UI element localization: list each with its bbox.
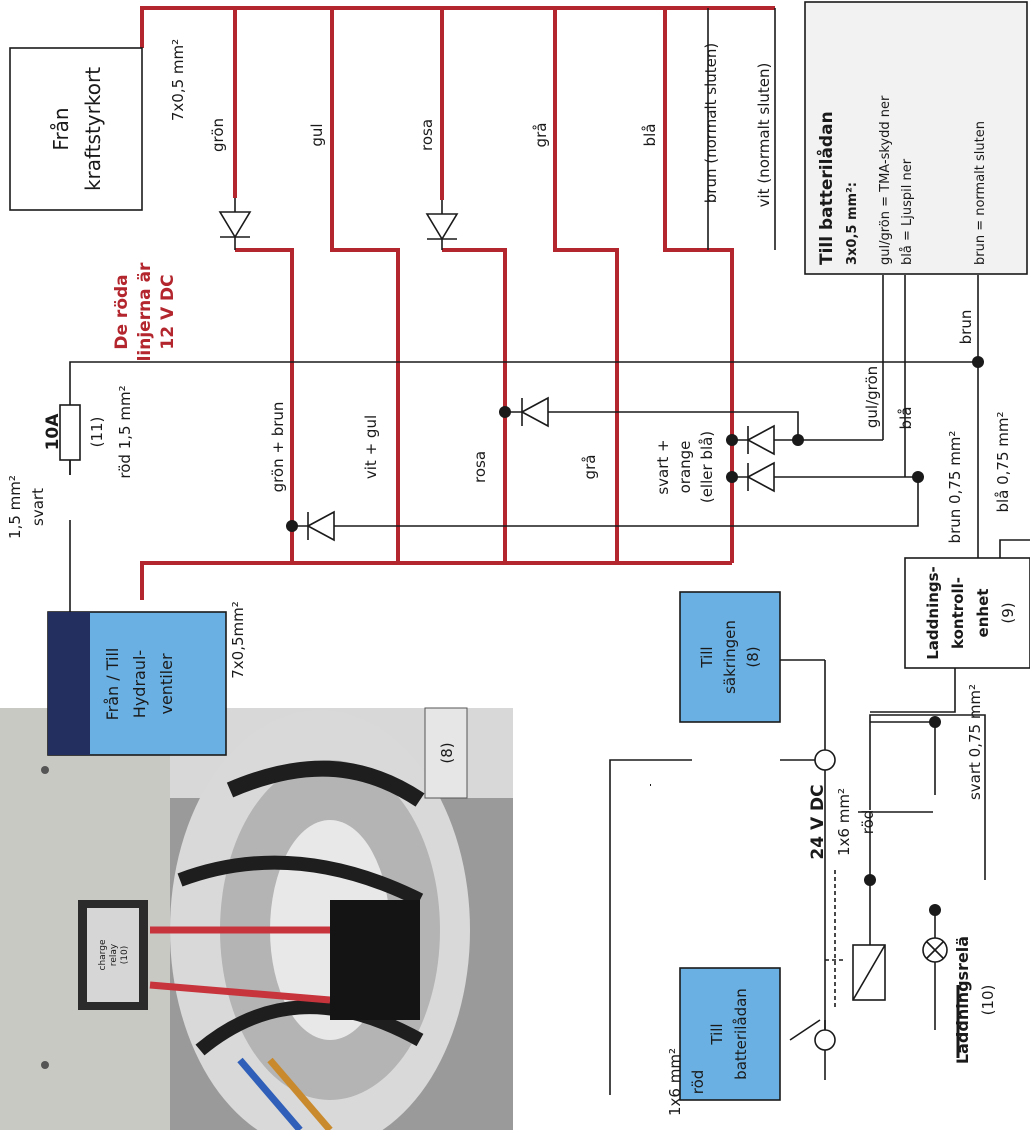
note-12v: De röda linjerna är 12 V DC — [112, 262, 178, 361]
label-vit-ns: vit (normalt sluten) — [755, 63, 773, 208]
note-line-3: 12 V DC — [158, 274, 178, 349]
sakringen-line-1: Till — [698, 646, 716, 668]
switch-24v — [789, 749, 845, 1051]
diode-svart-bottom — [746, 461, 775, 493]
batteriladan-info-line-3: brun = normalt sluten — [973, 121, 988, 265]
hydraul-line-2: Hydraul- — [130, 650, 149, 718]
note-line-1: De röda — [112, 274, 132, 349]
box-hydraulventiler: Från / Till Hydraul- ventiler — [47, 611, 227, 756]
note-line-2: linjerna är — [135, 262, 155, 361]
diode-gron — [218, 198, 252, 250]
batteriladan-info-title: Till batterilådan — [815, 111, 837, 265]
relay-coil — [852, 944, 886, 1001]
photo-relay-label-3: (10) — [120, 946, 130, 964]
diode-rosa-mid — [520, 396, 549, 428]
label-rosa: rosa — [418, 119, 436, 151]
batteriladan-info-line-2: blå = Ljuspil ner — [900, 158, 915, 265]
label-bla: blå — [641, 124, 659, 147]
diode-gron-brun — [306, 510, 335, 542]
relay-photo: charge relay (10) (8) — [0, 707, 513, 1130]
laddning-line-2: kontroll- — [949, 577, 967, 649]
laddning-line-4: (9) — [999, 602, 1017, 623]
laddning-line-3: enhet — [974, 589, 992, 638]
label-svart-orange-3: (eller blå) — [698, 431, 716, 503]
label-rod-6-left-2: röd — [689, 1070, 707, 1095]
label-svart-075: svart 0,75 mm² — [966, 684, 984, 800]
kraftstyrkort-line-1: Från — [49, 107, 73, 150]
label-rod-15: röd 1,5 mm² — [116, 385, 134, 478]
laddning-line-1: Laddnings- — [924, 566, 942, 660]
label-brun-wire: brun — [957, 310, 975, 345]
label-svart-orange-1: svart + — [654, 439, 672, 494]
box-kraftstyrkort: Från kraftstyrkort — [9, 47, 143, 211]
label-rosa-mid: rosa — [471, 451, 489, 483]
label-cable-bottom: 7x0,5mm² — [229, 601, 247, 679]
label-fuse-num: (11) — [88, 417, 106, 448]
label-bla-075: blå 0,75 mm² — [994, 411, 1012, 512]
label-rod-6-left-1: 1x6 mm² — [666, 1048, 684, 1116]
kraftstyrkort-line-2: kraftstyrkort — [81, 67, 105, 191]
photo-relay-label-1: charge — [98, 939, 108, 970]
junction-dots — [286, 356, 984, 916]
label-gron: grön — [209, 118, 227, 152]
label-dc24: 24 V DC — [808, 784, 828, 859]
diode-rosa — [425, 200, 459, 250]
box-sakringen: Till säkringen (8) — [679, 591, 781, 723]
sakringen-line-2: säkringen — [721, 620, 739, 694]
label-svart-15-1: 1,5 mm² — [6, 475, 24, 539]
label-gra-mid: grå — [581, 455, 599, 480]
label-gul: gul — [308, 123, 326, 146]
fuse-11 — [59, 404, 81, 461]
label-brun-ns: brun (normalt sluten) — [702, 43, 720, 204]
label-rod-6-right-2: röd — [859, 810, 877, 835]
label-gra: grå — [532, 123, 550, 148]
label-vit-gul: vit + gul — [362, 415, 380, 479]
label-cable-top: 7x0,5 mm² — [169, 39, 187, 121]
label-brun-075: brun 0,75 mm² — [946, 431, 964, 544]
batteriladan-info-line-1: gul/grön = TMA-skydd ner — [878, 95, 893, 265]
box-batteriladan-left: Till batterilådan — [679, 967, 781, 1101]
label-svart-orange-2: orange — [676, 441, 694, 494]
sakringen-line-3: (8) — [744, 646, 762, 667]
label-rela-num: (10) — [979, 985, 997, 1016]
photo-fuse-marker: (8) — [438, 742, 456, 763]
label-rela: Laddningsrelä — [953, 936, 972, 1064]
label-fuse-amp: 10A — [43, 413, 63, 451]
box-batteriladan-info: Till batterilådan 3x0,5 mm²: gul/grön = … — [804, 1, 1028, 275]
lamp-icon — [922, 937, 948, 963]
batteriladan-info-spec: 3x0,5 mm²: — [845, 182, 860, 265]
red-lines — [140, 6, 775, 600]
label-gul-gron: gul/grön — [863, 366, 881, 428]
label-rod-6-right-1: 1x6 mm² — [835, 788, 853, 856]
label-svart-15-2: svart — [29, 488, 47, 526]
label-bla-wire: blå — [897, 407, 915, 430]
batteriladan-left-line-1: Till — [708, 1023, 726, 1045]
box-laddningskontrollenhet: Laddnings- kontroll- enhet (9) — [904, 557, 1030, 669]
batteriladan-left-line-2: batterilådan — [732, 988, 750, 1080]
hydraul-line-1: Från / Till — [103, 648, 122, 721]
label-gron-brun: grön + brun — [269, 402, 287, 493]
wire-labels: 7x0,5 mm² grön gul rosa grå blå brun (no… — [6, 39, 1012, 1116]
hydraul-line-3: ventiler — [157, 653, 176, 714]
diode-svart-top — [746, 424, 775, 456]
photo-relay-label-2: relay — [109, 943, 119, 966]
